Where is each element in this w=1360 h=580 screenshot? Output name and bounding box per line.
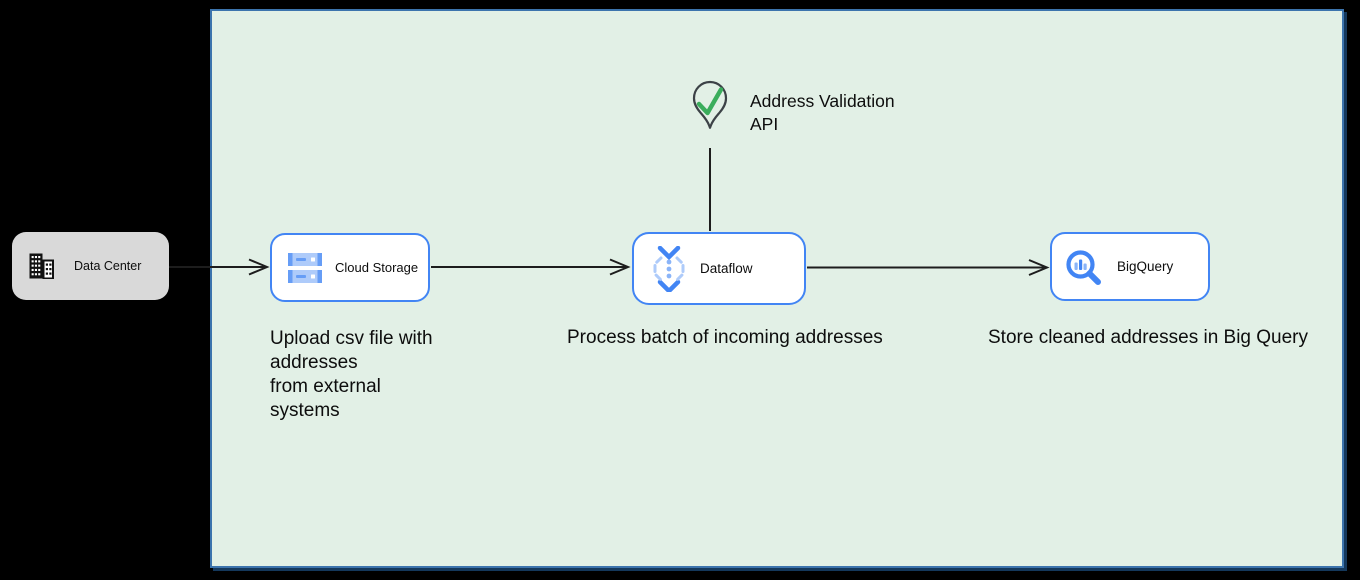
annex-windows [45,263,52,275]
dataflow-left-strand [653,256,663,281]
address-validation-label: Address Validation API [750,91,895,134]
pin-outline [692,80,728,129]
bucket-bottom [288,269,322,283]
dataflow-stream-icon [653,245,685,292]
node-label-dataflow: Dataflow [700,261,753,276]
node-dataflow[interactable]: Dataflow [632,232,806,305]
check-mark [696,87,724,116]
chart-bar-middle [1079,259,1083,270]
building-annex [42,259,54,279]
dataflow-dot [666,266,672,271]
node-data-center[interactable]: Data Center [12,232,169,300]
node-label-data-center: Data Center [74,259,142,273]
caption-cloud-storage: Upload csv file with addresses from exte… [270,328,433,421]
magnifier-chart-icon [1066,249,1101,285]
dataflow-bottom-chevron [657,279,681,292]
node-label-bigquery: BigQuery [1117,259,1174,274]
map-pin-check-icon[interactable] [692,80,728,133]
building-windows [31,256,41,276]
node-bigquery[interactable]: BigQuery [1050,232,1210,301]
building-icon [29,253,54,279]
storage-buckets-icon [288,252,322,283]
dataflow-dot [666,273,672,278]
node-cloud-storage[interactable]: Cloud Storage [270,233,430,302]
dataflow-top-chevron [657,245,681,260]
dataflow-dot [666,259,672,264]
chart-bar-left [1074,262,1078,270]
node-label-cloud-storage: Cloud Storage [335,260,419,275]
chart-bar-right [1083,263,1087,270]
bucket-top [288,252,322,266]
magnifier-handle [1086,270,1101,285]
caption-bigquery: Store cleaned addresses in Big Query [988,327,1309,348]
caption-dataflow: Process batch of incoming addresses [567,327,883,348]
dataflow-right-strand [675,256,685,281]
